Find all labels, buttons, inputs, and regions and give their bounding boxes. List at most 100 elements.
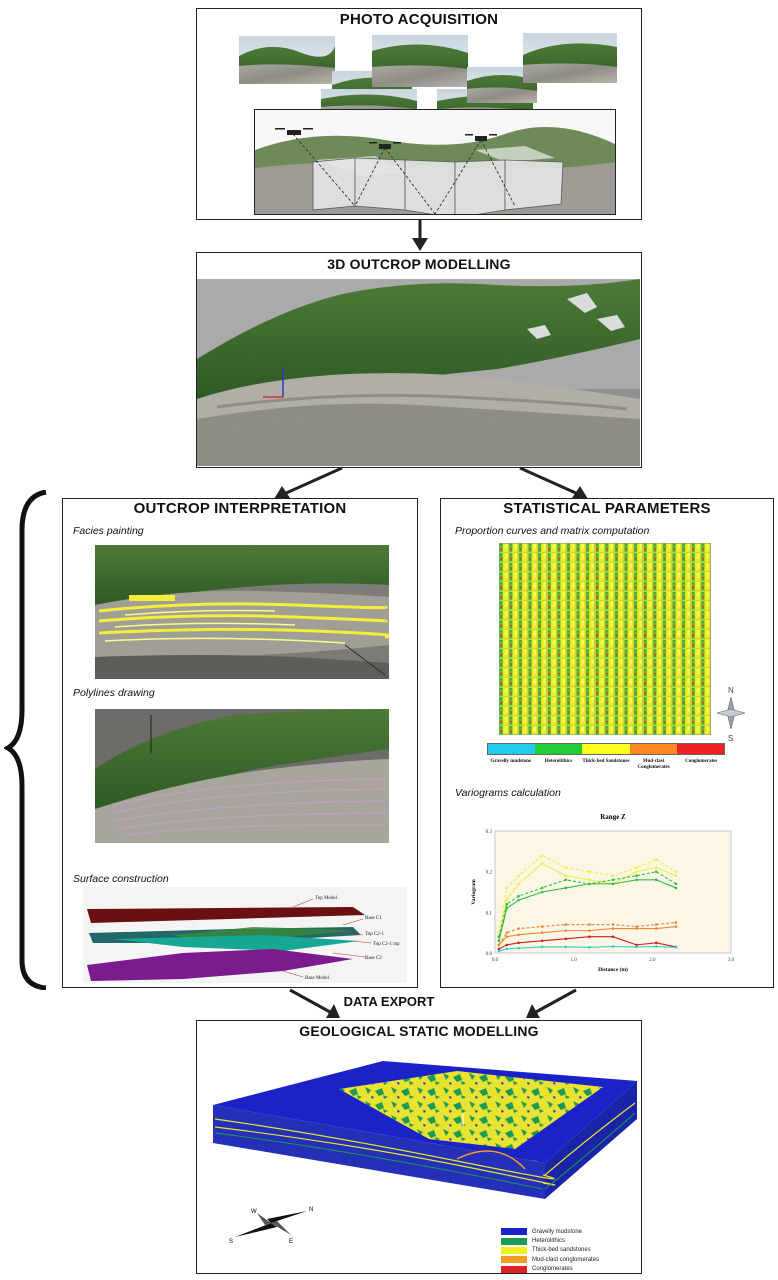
data-point [540, 931, 544, 934]
data-point [635, 870, 638, 873]
data-point [611, 878, 615, 882]
photo-thumbnail [239, 36, 335, 84]
data-point [611, 923, 615, 926]
data-point [517, 894, 520, 898]
data-point [517, 933, 520, 936]
data-point [654, 870, 658, 873]
x-tick-label: 0.0 [492, 958, 499, 963]
series-line [498, 871, 677, 937]
series-line [498, 936, 677, 950]
compass-rose-icon: N S [716, 686, 746, 743]
facies-legend-swatch [535, 744, 583, 754]
static-model-3d-image [207, 1043, 637, 1199]
data-point [611, 882, 615, 886]
data-point [517, 874, 520, 878]
outcrop-3d-model-image [197, 279, 640, 466]
data-point [611, 935, 615, 939]
data-point [611, 927, 615, 930]
data-point [674, 925, 678, 928]
data-point [588, 882, 591, 886]
static-legend-swatch [501, 1228, 527, 1236]
data-point [564, 886, 568, 890]
facies-legend-bar [487, 743, 725, 755]
data-point [540, 925, 544, 928]
data-point [517, 927, 520, 930]
photo-thumbnail [523, 33, 617, 83]
surface-label: Base Model [305, 976, 330, 981]
flow-arrow [526, 988, 577, 1018]
static-legend-swatch [501, 1246, 527, 1254]
data-point [635, 874, 638, 878]
data-point [540, 854, 544, 857]
data-point [505, 943, 509, 947]
static-legend-label: Thick-bed sandstones [532, 1247, 591, 1254]
static-legend-label: Mud-clast conglomerates [532, 1256, 600, 1263]
data-point [635, 927, 638, 930]
model-compass-icon: N W E S [229, 1207, 313, 1245]
flow-arrow [519, 466, 588, 499]
static-legend-swatch [501, 1237, 527, 1245]
data-point [540, 945, 544, 949]
data-point [654, 858, 658, 861]
outcrop-interpretation-title: OUTCROP INTERPRETATION [133, 500, 347, 517]
statistical-parameters-title: STATISTICAL PARAMETERS [503, 500, 711, 517]
data-point [564, 874, 568, 878]
data-point [564, 929, 568, 932]
data-point [674, 886, 678, 890]
facies-painting-label: Facies painting [73, 525, 144, 537]
facies-legend-label: Conglomerates [685, 759, 718, 764]
series-line [498, 879, 677, 941]
data-point [588, 870, 591, 873]
compass-south-label: S [728, 734, 733, 743]
compass-e-label: E [289, 1239, 293, 1245]
surface-label: Top C2-1 [365, 932, 384, 937]
surface-label: Top Model [315, 896, 338, 901]
facies-legend-swatch [582, 744, 630, 754]
static-legend-swatch [501, 1256, 527, 1264]
y-tick-label: 0.2 [486, 871, 493, 876]
outcrop-modelling-box: 3D OUTCROP MODELLING [196, 252, 642, 468]
data-point [674, 870, 678, 873]
data-point [497, 943, 501, 947]
facies-painting-image [95, 545, 389, 679]
facies-legend-swatch [488, 744, 536, 754]
data-point [588, 923, 591, 926]
plot-area [494, 830, 732, 954]
data-point [611, 874, 615, 878]
facies-legend-label: Heterolithics [544, 759, 573, 764]
data-point [611, 945, 615, 948]
static-legend-item: Mud-clast conglomerates [501, 1255, 639, 1264]
series-line [498, 945, 676, 952]
data-point [540, 862, 544, 865]
photo-acquisition-title: PHOTO ACQUISITION [339, 11, 499, 28]
x-tick-label: 3.0 [728, 958, 735, 963]
series-line [498, 926, 676, 946]
facies-legend-label: Thick-bed Sandstones [582, 759, 630, 764]
data-export-label: DATA EXPORT [343, 994, 435, 1009]
data-point [635, 866, 638, 869]
data-point [505, 906, 509, 910]
data-point [635, 945, 638, 949]
statistical-parameters-box: STATISTICAL PARAMETERS Proportion curves… [440, 498, 774, 988]
proportion-curves-label: Proportion curves and matrix computation [455, 525, 650, 537]
outcrop-modelling-title: 3D OUTCROP MODELLING [327, 256, 511, 272]
flow-arrow [289, 988, 340, 1018]
x-tick-label: 2.0 [649, 958, 656, 963]
static-legend-item: Thick-bed sandstones [501, 1246, 639, 1255]
static-legend-label: Gravelly mudstone [532, 1228, 583, 1235]
facies-legend-swatch [676, 744, 725, 754]
compass-n-label: N [309, 1207, 313, 1213]
data-point [588, 929, 591, 932]
drone-survey-scene [254, 109, 616, 215]
surface-label: Top C2-1 mp [373, 942, 400, 947]
y-tick-label: 0.3 [486, 830, 493, 835]
surface-label: Base C2 [365, 956, 382, 961]
chart-title: Range Z [600, 813, 626, 821]
facies-legend-label: Mud-clast Conglomerates [637, 759, 670, 770]
flow-arrow [412, 220, 428, 251]
data-point [635, 925, 638, 928]
data-point [505, 886, 509, 890]
photo-thumbnail [372, 35, 468, 87]
data-point [505, 947, 509, 951]
